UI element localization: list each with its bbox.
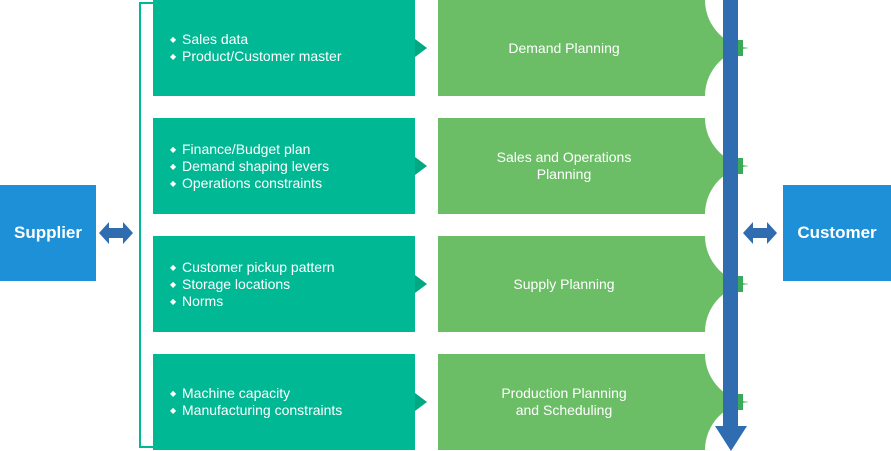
planning-stage-box: Sales and Operations Planning bbox=[438, 118, 748, 214]
stage-shape bbox=[438, 354, 748, 450]
diamond-bullet-icon: ◆ bbox=[170, 406, 177, 415]
input-item-text: Machine capacity bbox=[182, 385, 291, 401]
input-item: ◆ Storage locations bbox=[170, 276, 415, 293]
input-item: ◆ Machine capacity bbox=[170, 385, 415, 402]
planning-stage-box: Supply Planning bbox=[438, 236, 748, 332]
input-item-text: Product/Customer master bbox=[182, 48, 342, 64]
input-item: ◆ Sales data bbox=[170, 31, 415, 48]
triangle-pointer-icon bbox=[415, 393, 427, 411]
input-item: ◆ Demand shaping levers bbox=[170, 158, 415, 175]
input-item-text: Operations constraints bbox=[182, 174, 323, 191]
input-item-text: Manufacturing constraints bbox=[182, 402, 343, 418]
process-flow-arrow-icon bbox=[715, 0, 747, 451]
stage-shape-fill bbox=[438, 236, 748, 332]
input-box: ◆ Sales data ◆ Product/Customer master bbox=[153, 0, 415, 96]
supplier-box: Supplier bbox=[0, 185, 96, 281]
stage-connector bbox=[736, 276, 743, 292]
input-item: ◆ Product/Customer master bbox=[170, 48, 415, 65]
supplier-label: Supplier bbox=[13, 223, 82, 242]
input-item-text: Finance/Budget plan bbox=[182, 140, 311, 157]
diamond-bullet-icon: ◆ bbox=[170, 389, 177, 398]
input-item: ◆ Finance/Budget plan bbox=[170, 141, 415, 158]
triangle-pointer-icon bbox=[415, 275, 427, 293]
diamond-bullet-icon: ◆ bbox=[170, 296, 177, 306]
stage-shape-fill bbox=[438, 118, 748, 214]
input-list: ◆ Sales data ◆ Product/Customer master bbox=[170, 31, 415, 65]
stage-shape bbox=[438, 118, 748, 214]
stage-shape-fill bbox=[438, 0, 748, 96]
input-item: ◆ Norms bbox=[170, 293, 415, 310]
input-item-text: Norms bbox=[182, 292, 224, 309]
customer-double-arrow-icon bbox=[743, 222, 777, 244]
input-box: ◆ Machine capacity ◆ Manufacturing constrai… bbox=[153, 354, 415, 450]
planning-stage-label: Supply Planning bbox=[513, 275, 615, 292]
input-item: ◆ Operations constraints bbox=[170, 175, 415, 192]
input-box: ◆ Customer pickup pattern ◆ Storage locatio… bbox=[153, 236, 415, 332]
input-item-text: Sales data bbox=[182, 31, 249, 47]
planning-stage-label: Sales and Operations Planning bbox=[496, 149, 632, 182]
input-item: ◆ Manufacturing constraints bbox=[170, 402, 415, 419]
stage-connector bbox=[736, 394, 743, 410]
input-list: ◆ Machine capacity ◆ Manufacturing constrai… bbox=[170, 385, 415, 419]
input-list: ◆ Customer pickup pattern ◆ Storage locatio… bbox=[170, 259, 415, 310]
customer-label: Customer bbox=[797, 223, 877, 242]
stage-shape bbox=[438, 236, 748, 332]
stage-shape bbox=[438, 0, 748, 96]
triangle-pointer-icon bbox=[415, 157, 427, 175]
input-list: ◆ Finance/Budget plan ◆ Demand shaping leve… bbox=[170, 141, 415, 192]
planning-stage-label: Demand Planning bbox=[508, 39, 620, 56]
customer-box: Customer bbox=[783, 185, 891, 281]
planning-stage-box: Demand Planning bbox=[438, 0, 748, 96]
planning-stage-label: Production Planning and Scheduling bbox=[501, 385, 627, 418]
diamond-bullet-icon: ◆ bbox=[170, 144, 177, 154]
stage-connector bbox=[736, 40, 743, 56]
stage-connector bbox=[736, 158, 743, 174]
input-item-text: Storage locations bbox=[182, 275, 291, 292]
triangle-pointer-icon bbox=[415, 39, 427, 57]
input-item-text: Demand shaping levers bbox=[182, 157, 330, 174]
stage-shape-fill bbox=[438, 354, 748, 450]
supplier-double-arrow-icon bbox=[99, 222, 133, 244]
input-box: ◆ Finance/Budget plan ◆ Demand shaping leve… bbox=[153, 118, 415, 214]
diamond-bullet-icon: ◆ bbox=[170, 178, 177, 188]
diamond-bullet-icon: ◆ bbox=[170, 52, 177, 61]
diamond-bullet-icon: ◆ bbox=[170, 35, 177, 44]
planning-stage-box: Production Planning and Scheduling bbox=[438, 354, 748, 450]
input-item: ◆ Customer pickup pattern bbox=[170, 259, 415, 276]
inputs-bracket bbox=[139, 2, 153, 448]
diamond-bullet-icon: ◆ bbox=[170, 279, 177, 289]
diamond-bullet-icon: ◆ bbox=[170, 161, 177, 171]
input-item-text: Customer pickup pattern bbox=[182, 258, 335, 275]
diamond-bullet-icon: ◆ bbox=[170, 262, 177, 272]
